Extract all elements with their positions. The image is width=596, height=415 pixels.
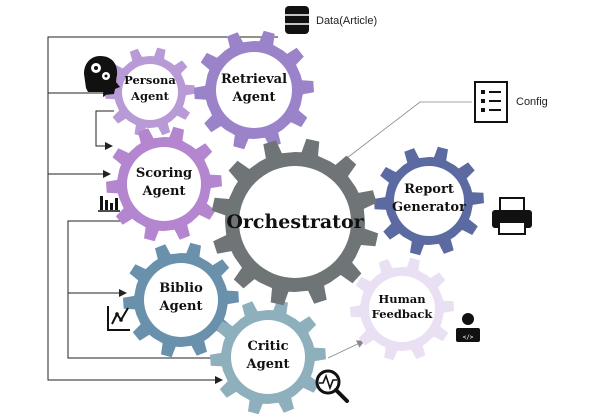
data-article-label: Data(Article) xyxy=(316,15,377,27)
orchestrator-label: Orchestrator xyxy=(226,211,364,233)
retrieval-agent-label-line1: Retrieval xyxy=(221,72,287,87)
scoring-agent-label-line1: Scoring xyxy=(136,166,192,181)
critic-gear xyxy=(210,299,326,415)
persona-agent-label-line2: Agent xyxy=(130,89,170,103)
critic-gear-face xyxy=(231,320,305,394)
bar-chart-icon xyxy=(98,196,120,212)
svg-text:</>: </> xyxy=(463,334,474,341)
human-feedback-label-line2: Feedback xyxy=(372,307,434,321)
critic-agent-label-line1: Critic xyxy=(248,339,289,354)
config-list-icon xyxy=(474,81,508,123)
persona-gear-face xyxy=(122,64,178,120)
biblio-agent-label-line1: Biblio xyxy=(159,281,203,296)
database-icon xyxy=(285,6,309,34)
biblio-agent-label-line2: Agent xyxy=(159,299,203,314)
retrieval-gear xyxy=(194,30,314,150)
persona-gear xyxy=(105,47,195,137)
printer-icon xyxy=(492,197,532,235)
biblio-gear xyxy=(123,242,239,358)
human-feedback-label-line1: Human xyxy=(378,292,426,306)
orchestrator-gear-face xyxy=(239,166,351,278)
biblio-gear-face xyxy=(144,263,218,337)
retrieval-agent-label-line2: Agent xyxy=(232,90,276,105)
magnifier-chart-icon xyxy=(315,369,349,403)
config-label: Config xyxy=(516,96,548,108)
orchestrator-gear xyxy=(211,138,379,306)
line-chart-icon xyxy=(107,306,130,331)
connector-lines xyxy=(47,36,472,384)
scoring-agent-label-line2: Agent xyxy=(142,184,186,199)
retrieval-gear-face xyxy=(216,52,292,128)
report-generator-label-line1: Report xyxy=(404,182,454,197)
persona-agent-label-line1: Persona xyxy=(124,73,176,87)
critic-agent-label-line2: Agent xyxy=(246,357,290,372)
report-generator-label-line2: Generator xyxy=(392,200,466,215)
report-gear xyxy=(374,146,484,256)
scoring-gear-face xyxy=(127,147,201,221)
report-gear-face xyxy=(394,166,464,236)
human-gear-face xyxy=(369,276,435,342)
gear-labels: Orchestrator Retrieval Agent Persona Age… xyxy=(124,72,466,372)
scoring-gear xyxy=(106,126,222,242)
human-gear xyxy=(350,257,454,361)
head-gears-icon xyxy=(84,56,120,95)
user-laptop-icon: </> xyxy=(456,313,480,342)
